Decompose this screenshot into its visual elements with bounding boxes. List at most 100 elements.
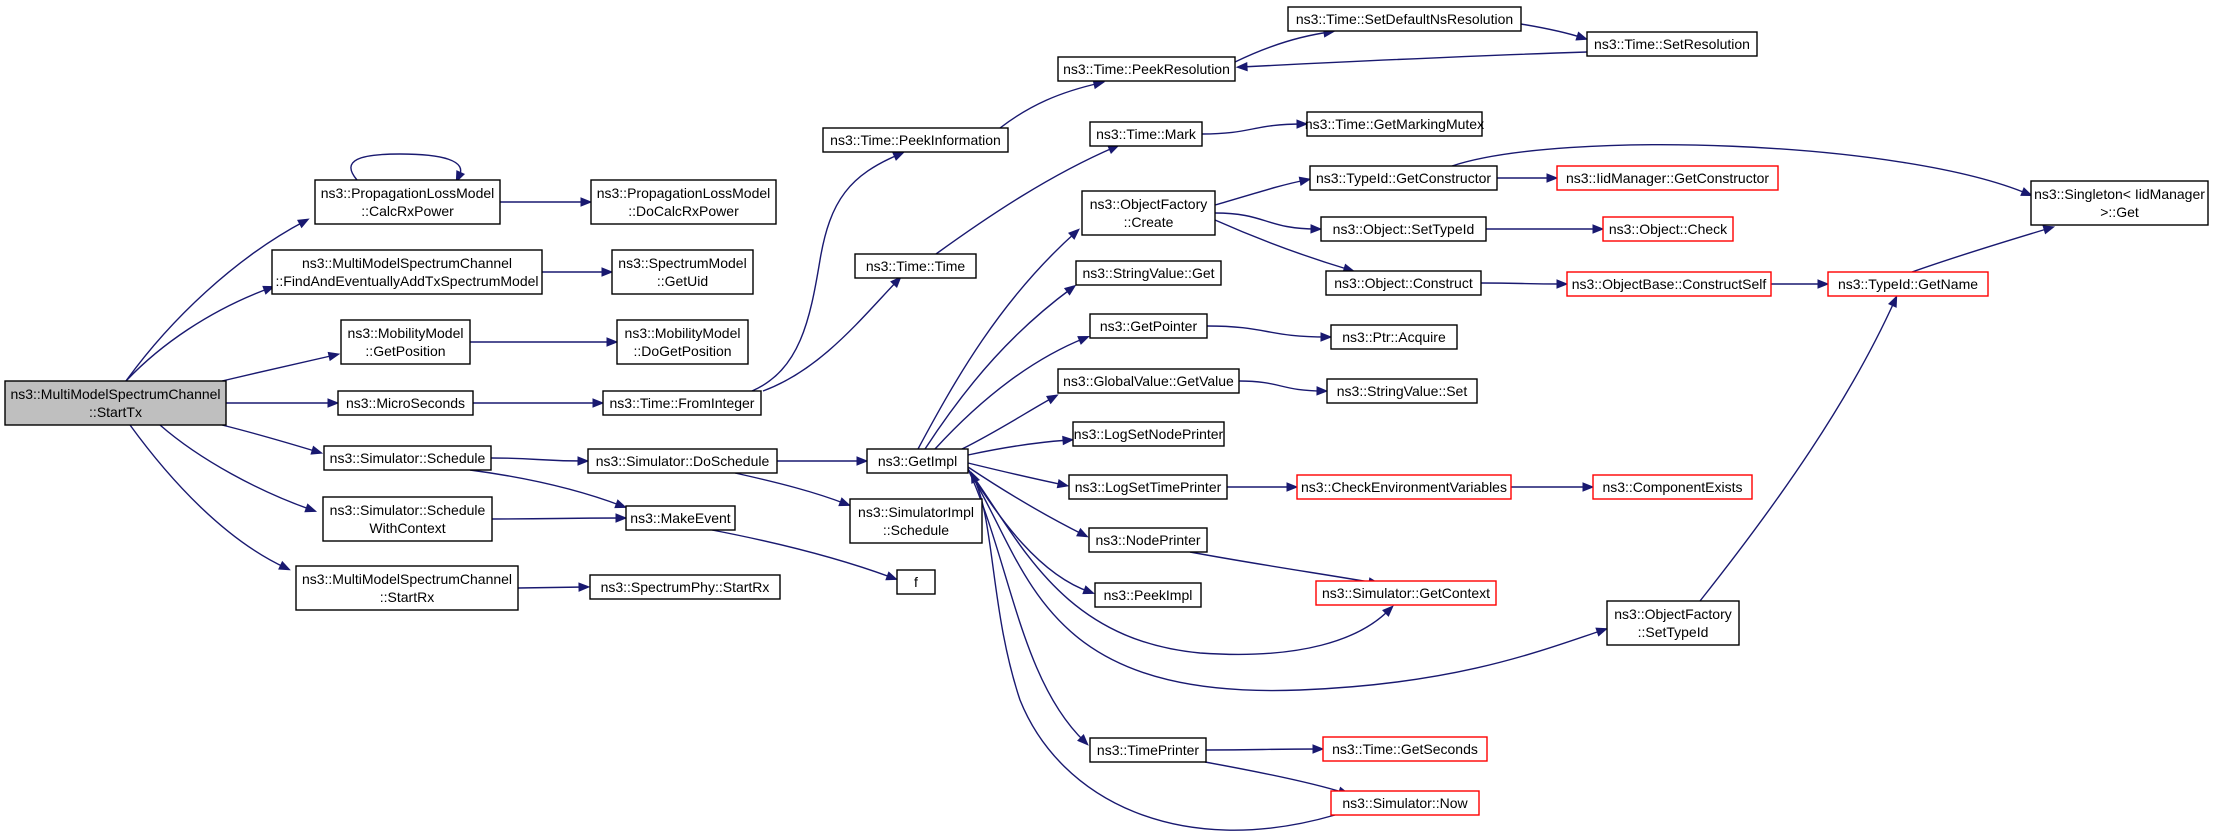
node-ns3-simulatorimpl-schedule[interactable]: ns3::SimulatorImpl::Schedule [849,498,983,544]
node-ns3-time-setdefaultnsresolution[interactable]: ns3::Time::SetDefaultNsResolution [1287,6,1522,32]
node-ns3-time-peekresolution[interactable]: ns3::Time::PeekResolution [1057,56,1236,82]
edge-arrowhead [1817,279,1830,289]
node-label-line: ns3::MultiModelSpectrumChannel [302,255,512,271]
node-ns3-typeid-getname[interactable]: ns3::TypeId::GetName [1827,271,1989,297]
node-ns3-typeid-getconstructor[interactable]: ns3::TypeId::GetConstructor [1309,165,1498,191]
edge-ns3-typeid-getconstructor-to-ns3-iidmanager-getconstructor [1497,173,1559,183]
node-ns3-mobilitymodel-dogetposition[interactable]: ns3::MobilityModel::DoGetPosition [616,319,749,365]
edge-ns3-time-setresolution-to-ns3-time-peekresolution [1235,51,1588,72]
node-ns3-stringvalue-set[interactable]: ns3::StringValue::Set [1326,378,1478,404]
node-label-line: WithContext [369,520,445,536]
edge-ns3-getimpl-to-ns3-getpointer [934,335,1090,450]
edge-line [1206,325,1328,338]
node-ns3-timeprinter[interactable]: ns3::TimePrinter [1089,737,1207,763]
node-label-line: ns3::MultiModelSpectrumChannel [302,571,512,587]
node-f[interactable]: f [896,569,936,595]
node-ns3-time-setresolution[interactable]: ns3::Time::SetResolution [1586,31,1758,57]
node-label-line: ::StartTx [89,404,142,420]
node-label-line: ns3::Time::SetResolution [1594,36,1750,52]
edge-line [967,468,1604,692]
edge-line [999,82,1101,129]
node-ns3-multimodelspectrumchannel-findandeventuallyaddtxspectrummodel[interactable]: ns3::MultiModelSpectrumChannel::FindAndE… [271,249,543,295]
edge-ns3-objectfactory-create-to-ns3-typeid-getconstructor [1214,176,1312,206]
node-ns3-objectfactory-create[interactable]: ns3::ObjectFactory::Create [1081,190,1216,236]
edge-line [159,424,313,511]
node-ns3-propagationlossmodel-docalcrxpower[interactable]: ns3::PropagationLossModel::DoCalcRxPower [590,179,777,225]
node-label-line: ::StartRx [380,589,434,605]
node-ns3-microseconds[interactable]: ns3::MicroSeconds [337,390,474,416]
node-ns3-makeevent[interactable]: ns3::MakeEvent [625,505,736,531]
node-ns3-time-frominteger[interactable]: ns3::Time::FromInteger [602,390,762,416]
edge-ns3-logsettimeprinter-to-ns3-checkenvironmentvariables [1226,482,1299,492]
node-ns3-stringvalue-get[interactable]: ns3::StringValue::Get [1075,260,1222,286]
edge-ns3-time-setdefaultnsresolution-to-ns3-time-setresolution [1520,23,1589,41]
edge-arrowhead [592,398,605,408]
node-box [1057,56,1236,82]
node-ns3-propagationlossmodel-calcrxpower[interactable]: ns3::PropagationLossModel::CalcRxPower [314,179,501,225]
node-ns3-iidmanager-getconstructor[interactable]: ns3::IidManager::GetConstructor [1556,165,1779,191]
node-ns3-object-settypeid[interactable]: ns3::Object::SetTypeId [1320,216,1487,242]
node-label-line: ns3::SpectrumModel [618,255,746,271]
node-label-line: ns3::MobilityModel [625,325,741,341]
node-ns3-spectrummodel-getuid[interactable]: ns3::SpectrumModel::GetUid [611,249,754,295]
edge-line [751,153,901,392]
node-ns3-time-getseconds[interactable]: ns3::Time::GetSeconds [1322,736,1488,762]
node-ns3-simulator-schedule[interactable]: ns3::Simulator::Schedule [323,445,492,471]
node-ns3-spectrumphy-startrx[interactable]: ns3::SpectrumPhy::StartRx [589,574,781,600]
edge-ns3-getimpl-to-ns3-logsetnodeprinter [967,435,1075,456]
node-box [625,505,736,531]
node-label-line: ns3::SpectrumPhy::StartRx [601,579,770,595]
edge-ns3-getimpl-to-ns3-peekimpl [967,468,1096,595]
node-ns3-componentexists[interactable]: ns3::ComponentExists [1592,474,1753,500]
node-box [1325,270,1482,296]
node-ns3-time-time[interactable]: ns3::Time::Time [854,253,977,279]
node-ns3-ptr-acquire[interactable]: ns3::Ptr::Acquire [1330,324,1458,350]
edge-ns3-getimpl-to-ns3-stringvalue-get [924,284,1077,450]
edge-ns3-multimodelspectrumchannel-starttx-to-ns3-mobilitymodel-getposition [221,351,341,382]
edge-arrowhead [310,445,324,455]
node-ns3-simulator-doschedule[interactable]: ns3::Simulator::DoSchedule [587,448,778,474]
node-ns3-checkenvironmentvariables[interactable]: ns3::CheckEnvironmentVariables [1296,474,1512,500]
edge-ns3-simulator-schedule-withcontext-to-ns3-makeevent [491,513,628,523]
edge-ns3-getimpl-to-ns3-nodeprinter [967,466,1089,538]
node-label-line: ns3::Singleton< IidManager [2034,186,2205,202]
node-ns3-multimodelspectrumchannel-startrx[interactable]: ns3::MultiModelSpectrumChannel::StartRx [295,565,519,611]
node-ns3-object-construct[interactable]: ns3::Object::Construct [1325,270,1482,296]
edge-arrowhead [606,337,619,347]
node-ns3-peekimpl[interactable]: ns3::PeekImpl [1094,582,1202,608]
node-label-line: ns3::MobilityModel [348,325,464,341]
node-label-line: ns3::NodePrinter [1095,532,1200,548]
edge-line [917,231,1077,450]
node-ns3-objectbase-constructself[interactable]: ns3::ObjectBase::ConstructSelf [1566,271,1772,297]
edge-arrowhead [304,503,318,513]
node-box [1315,580,1497,606]
edge-ns3-multimodelspectrumchannel-findandeventuallyaddtxspectrummodel-to-ns3-spectrummodel-getuid [542,267,614,277]
node-box [1089,313,1208,339]
node-ns3-singleton-iidmanager-get[interactable]: ns3::Singleton< IidManager>::Get [2030,180,2209,226]
node-ns3-simulator-getcontext[interactable]: ns3::Simulator::GetContext [1315,580,1497,606]
node-ns3-mobilitymodel-getposition[interactable]: ns3::MobilityModel::GetPosition [340,319,471,365]
edge-ns3-getimpl-to-ns3-objectfactory-settypeid [967,468,1609,692]
node-ns3-logsetnodeprinter[interactable]: ns3::LogSetNodePrinter [1072,421,1225,447]
node-ns3-nodeprinter[interactable]: ns3::NodePrinter [1088,527,1208,553]
node-ns3-multimodelspectrumchannel-starttx[interactable]: ns3::MultiModelSpectrumChannel::StartTx [4,380,227,426]
node-box [896,569,936,595]
node-box [1089,737,1207,763]
node-ns3-object-check[interactable]: ns3::Object::Check [1602,216,1734,242]
edge-line [711,529,894,579]
node-ns3-getpointer[interactable]: ns3::GetPointer [1089,313,1208,339]
node-ns3-time-peekinformation[interactable]: ns3::Time::PeekInformation [822,127,1009,153]
node-box [1827,271,1989,297]
node-ns3-logsettimeprinter[interactable]: ns3::LogSetTimePrinter [1068,474,1228,500]
node-ns3-getimpl[interactable]: ns3::GetImpl [866,448,969,474]
edge-arrowhead [1382,605,1394,617]
node-ns3-objectfactory-settypeid[interactable]: ns3::ObjectFactory::SetTypeId [1606,600,1740,646]
node-label-line: ns3::GetImpl [878,453,957,469]
node-ns3-globalvalue-getvalue[interactable]: ns3::GlobalValue::GetValue [1057,368,1240,394]
edge-ns3-object-settypeid-to-ns3-object-check [1485,224,1605,234]
node-label-line: ns3::Simulator::Now [1342,795,1468,811]
node-ns3-time-getmarkingmutex[interactable]: ns3::Time::GetMarkingMutex [1305,111,1484,137]
node-ns3-simulator-now[interactable]: ns3::Simulator::Now [1330,790,1480,816]
node-ns3-time-mark[interactable]: ns3::Time::Mark [1089,121,1203,147]
